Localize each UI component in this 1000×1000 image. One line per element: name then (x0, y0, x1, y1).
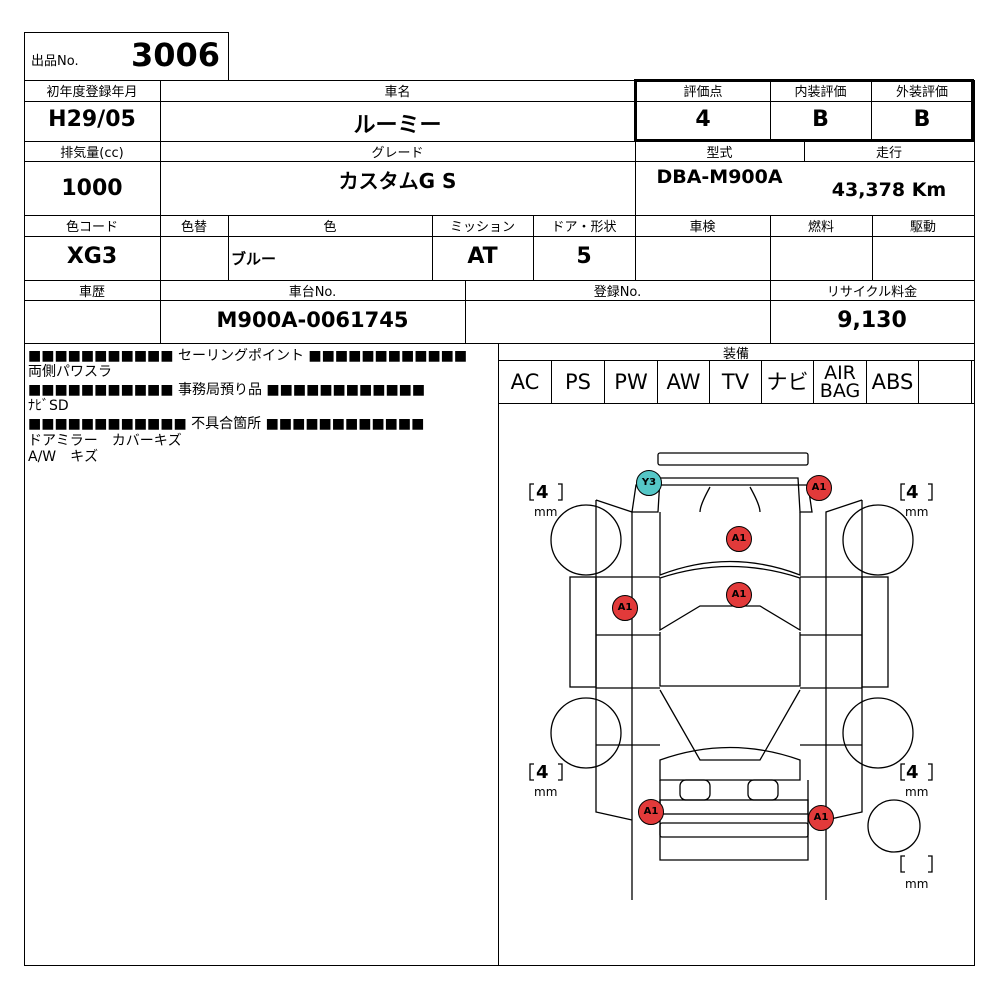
interior-value: B (812, 107, 829, 132)
equip-airbag: AIR BAG (814, 361, 867, 403)
colorcode-cell: 色コード XG3 (24, 215, 160, 280)
equip-aw: AW (658, 361, 710, 403)
fuel-cell: 燃料 (770, 215, 872, 280)
chassis-label: 車台No. (288, 285, 337, 300)
mission-cell: ミッション AT (432, 215, 533, 280)
plate-cell: 登録No. (465, 280, 770, 343)
recycle-cell: リサイクル料金 9,130 (770, 280, 974, 343)
tire-rl: 4 (536, 762, 549, 783)
score-value: 4 (695, 107, 711, 132)
damage-chip-a1: A1 (806, 475, 832, 501)
equip-pw: PW (605, 361, 658, 403)
note-line: 両側パワスラ (28, 364, 112, 380)
lot-box: 出品No. 3006 (24, 32, 229, 81)
mileage-label: 走行 (875, 146, 902, 161)
reg-value: H29/05 (48, 107, 136, 132)
note-line: ■■■■■■■■■■■ 事務局預り品 ■■■■■■■■■■■■ (28, 382, 426, 398)
note-line: ■■■■■■■■■■■■ 不具合箇所 ■■■■■■■■■■■■ (28, 416, 425, 432)
history-cell: 車歴 (24, 280, 160, 343)
equipment-label: 装備 (722, 347, 749, 362)
reg-label: 初年度登録年月 (46, 85, 138, 100)
damage-chip-a1: A1 (638, 799, 664, 825)
colorcode-label: 色コード (65, 220, 118, 235)
recycle-label: リサイクル料金 (826, 285, 918, 300)
tire-fl: 4 (536, 482, 549, 503)
equip-ac: AC (499, 361, 552, 403)
interior-cell: 内装評価 B (770, 80, 871, 141)
recolor-cell: 色替 (160, 215, 228, 280)
interior-label: 内装評価 (794, 85, 847, 100)
door-cell: ドア・形状 5 (533, 215, 635, 280)
tire-fl-unit: mm (534, 505, 558, 519)
drive-label: 駆動 (909, 220, 936, 235)
tire-fr-unit: mm (905, 505, 929, 519)
sheet-frame (24, 80, 975, 966)
equip-navi: ナビ (762, 361, 814, 403)
exterior-value: B (913, 107, 931, 132)
chassis-value: M900A-0061745 (216, 308, 409, 332)
history-label: 車歴 (78, 285, 105, 300)
model-value: DBA-M900A (656, 166, 783, 188)
lot-number: 3006 (130, 36, 220, 74)
note-line: ■■■■■■■■■■■ セーリングポイント ■■■■■■■■■■■■ (28, 348, 468, 364)
score-box (634, 79, 974, 142)
mission-value: AT (467, 244, 498, 269)
door-label: ドア・形状 (551, 220, 617, 235)
equip-blank (919, 361, 972, 403)
tire-rl-unit: mm (534, 785, 558, 799)
reg-cell: 初年度登録年月 H29/05 (24, 80, 160, 141)
mileage-value: 43,378 Km (831, 179, 947, 201)
note-line: A/W キズ (28, 449, 99, 465)
equip-abs: ABS (867, 361, 919, 403)
damage-chip-a1: A1 (726, 526, 752, 552)
tire-fr: 4 (906, 482, 919, 503)
note-line: ﾅﾋﾞSD (28, 398, 69, 414)
damage-chip-y3: Y3 (636, 470, 662, 496)
tire-spare-unit: mm (905, 877, 929, 891)
grade-value: カスタムG S (338, 169, 457, 193)
drive-cell: 駆動 (872, 215, 974, 280)
score-label: 評価点 (683, 85, 723, 100)
grade-label: グレード (371, 146, 424, 161)
exterior-label: 外装評価 (895, 85, 948, 100)
equip-ps: PS (552, 361, 605, 403)
equip-tv: TV (710, 361, 762, 403)
exterior-cell: 外装評価 B (871, 80, 973, 141)
color-value: ブルー (231, 250, 277, 268)
colorcode-value: XG3 (66, 244, 118, 269)
lot-label: 出品No. (31, 54, 79, 69)
color-cell: 色 ブルー (228, 215, 432, 280)
color-label: 色 (323, 220, 337, 235)
inspection-cell: 車検 (635, 215, 770, 280)
inspection-label: 車検 (689, 220, 716, 235)
recycle-value: 9,130 (837, 308, 907, 333)
cc-label: 排気量(cc) (60, 146, 124, 161)
name-cell: 車名 ルーミー (160, 80, 635, 141)
note-line: ドアミラー カバーキズ (28, 433, 182, 449)
fuel-label: 燃料 (807, 220, 834, 235)
mission-label: ミッション (449, 220, 515, 235)
tire-rr: 4 (906, 762, 919, 783)
damage-chip-a1: A1 (808, 805, 834, 831)
chassis-cell: 車台No. M900A-0061745 (160, 280, 465, 343)
damage-chip-a1: A1 (612, 595, 638, 621)
name-label: 車名 (384, 85, 411, 100)
recolor-label: 色替 (180, 220, 207, 235)
plate-label: 登録No. (593, 285, 642, 300)
cc-value: 1000 (61, 176, 123, 201)
score-cell: 評価点 4 (636, 80, 770, 141)
damage-chip-a1: A1 (726, 582, 752, 608)
grade-cell: グレード カスタムG S (160, 141, 635, 215)
model-cell: 型式 DBA-M900A (635, 141, 804, 215)
door-value: 5 (576, 244, 592, 269)
cc-cell: 排気量(cc) 1000 (24, 141, 160, 215)
car-name: ルーミー (353, 113, 442, 138)
mileage-cell: 走行 43,378 Km (804, 141, 974, 215)
model-label: 型式 (706, 146, 733, 161)
tire-rr-unit: mm (905, 785, 929, 799)
